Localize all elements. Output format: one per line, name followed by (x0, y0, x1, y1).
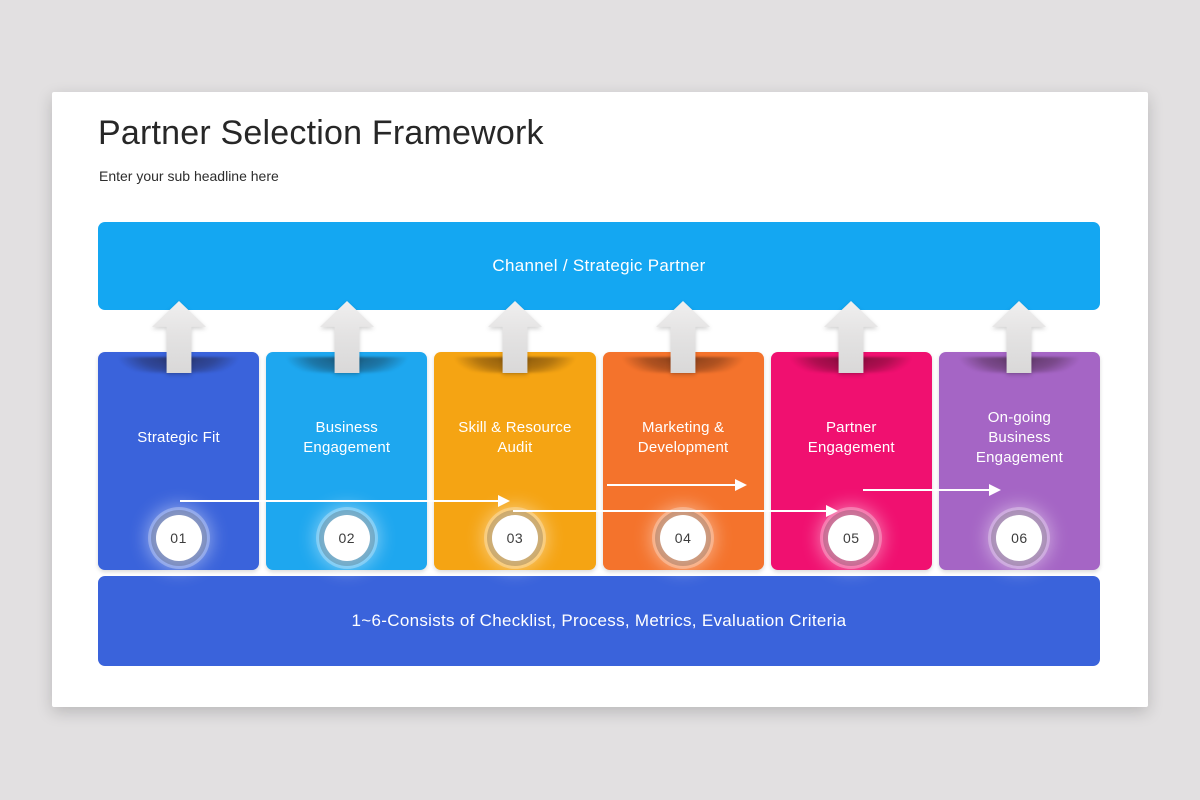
page-title: Partner Selection Framework (98, 114, 544, 152)
card-label: Partner Engagement (807, 418, 895, 456)
card-label: Strategic Fit (137, 428, 220, 446)
card-label: Marketing & Development (637, 418, 729, 456)
step-number-badge: 04 (660, 515, 707, 561)
step-number-badge: 03 (491, 515, 538, 561)
up-arrow-shape (824, 301, 878, 373)
step-number-badge: 06 (996, 515, 1043, 561)
slide: Partner Selection Framework Enter your s… (52, 92, 1148, 707)
card-skill-resource-audit: Skill & Resource Audit 03 (434, 352, 596, 570)
up-arrow-icon (824, 301, 878, 373)
card-partner-engagement: Partner Engagement 05 (770, 352, 932, 570)
card-label: Skill & Resource Audit (458, 418, 572, 456)
top-banner: Channel / Strategic Partner (98, 222, 1100, 310)
card-label: On-going Business Engagement (975, 408, 1063, 467)
flow-arrow-icon (513, 505, 838, 517)
step-number: 05 (842, 530, 860, 546)
steps-row: Strategic Fit 01 Business Engagement 02 … (98, 352, 1101, 570)
step-number-badge: 01 (155, 515, 202, 561)
step-number-badge: 05 (828, 515, 875, 561)
card-ongoing-business-engagement: On-going Business Engagement 06 (938, 352, 1101, 570)
up-arrow-shape (992, 301, 1046, 373)
step-number-badge: 02 (323, 515, 370, 561)
up-arrow-shape (320, 301, 374, 373)
up-arrow-icon (152, 301, 206, 373)
up-arrow-shape (656, 301, 710, 373)
up-arrow-icon (488, 301, 542, 373)
bottom-banner-label: 1~6-Consists of Checklist, Process, Metr… (351, 611, 847, 630)
step-number: 03 (506, 530, 524, 546)
step-number: 01 (170, 530, 187, 546)
top-banner-label: Channel / Strategic Partner (492, 256, 706, 275)
up-arrow-icon (320, 301, 374, 373)
up-arrow-shape (152, 301, 206, 373)
flow-arrow-icon (180, 495, 510, 507)
up-arrow-icon (992, 301, 1046, 373)
bottom-banner: 1~6-Consists of Checklist, Process, Metr… (98, 576, 1100, 666)
step-number: 04 (674, 530, 692, 546)
card-strategic-fit: Strategic Fit 01 (98, 352, 260, 570)
card-marketing-development: Marketing & Development 04 (602, 352, 764, 570)
flow-arrow-icon (607, 479, 747, 491)
card-business-engagement: Business Engagement 02 (266, 352, 428, 570)
up-arrow-shape (488, 301, 542, 373)
step-number: 06 (1011, 530, 1028, 546)
card-label: Business Engagement (303, 418, 391, 456)
page-subtitle: Enter your sub headline here (99, 168, 279, 184)
step-number: 02 (338, 530, 356, 546)
flow-arrow-icon (863, 484, 1001, 496)
up-arrow-icon (656, 301, 710, 373)
